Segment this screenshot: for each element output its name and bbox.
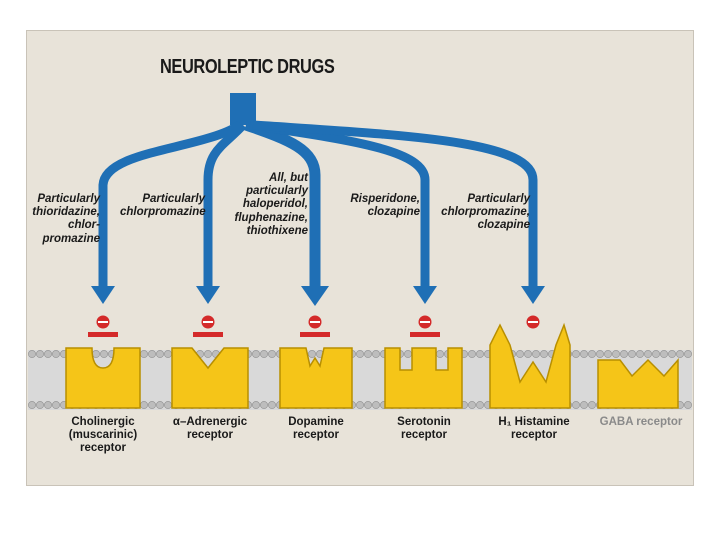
inhibit-dopamine (300, 315, 330, 337)
lipid-head (540, 350, 548, 358)
receptor-label-histamine: H₁ Histamine receptor (498, 416, 570, 442)
lipid-head (44, 401, 52, 409)
lipid-head (148, 350, 156, 358)
arrow-adrenergic (203, 121, 247, 288)
title: NEUROLEPTIC DRUGS (160, 56, 335, 78)
adrenergic-receptor-shape (171, 347, 249, 409)
lipid-head (36, 350, 44, 358)
lipid-head (612, 350, 620, 358)
lipid-head (436, 350, 444, 358)
lipid-head (140, 350, 148, 358)
lipid-head (92, 350, 100, 358)
lipid-head (476, 350, 484, 358)
lipid-head (156, 401, 164, 409)
dopamine-receptor-shape (279, 347, 353, 409)
lipid-head (524, 350, 532, 358)
lipid-head (148, 401, 156, 409)
lipid-head (604, 350, 612, 358)
inhibition-symbols (88, 315, 540, 337)
lipid-head (164, 350, 172, 358)
lipid-head (308, 350, 316, 358)
drug-label-adrenergic: Particularly chlorpromazine (120, 193, 206, 219)
lipid-head (28, 350, 36, 358)
lipid-head (596, 350, 604, 358)
lipid-head (628, 350, 636, 358)
lipid-head (204, 350, 212, 358)
arrow-histamine (252, 120, 538, 288)
lipid-head (372, 350, 380, 358)
cholinergic-receptor-shape (65, 347, 141, 409)
lipid-head (356, 401, 364, 409)
lipid-head (52, 350, 60, 358)
lipid-head (364, 401, 372, 409)
arrowheads (91, 286, 545, 306)
lipid-head (156, 350, 164, 358)
serotonin-receptor-shape (384, 347, 463, 409)
lipid-head (580, 401, 588, 409)
lipid-head (252, 350, 260, 358)
drug-label-histamine: Particularly chlorpromazine, clozapine (441, 193, 530, 232)
inhibit-histamine (526, 315, 540, 329)
histamine-receptor-shape (489, 322, 571, 409)
lipid-head (364, 350, 372, 358)
lipid-head (268, 401, 276, 409)
inhibit-cholinergic (88, 315, 118, 337)
lipid-head (164, 401, 172, 409)
lipid-head (260, 350, 268, 358)
receptors (65, 322, 679, 409)
receptor-label-dopamine: Dopamine receptor (288, 416, 344, 442)
lipid-head (644, 350, 652, 358)
lipid-head (356, 350, 364, 358)
lipid-head (588, 401, 596, 409)
lipid-head (140, 401, 148, 409)
lipid-head (36, 401, 44, 409)
lipid-head (100, 350, 108, 358)
arrow-cholinergic (98, 121, 243, 288)
lipid-head (676, 350, 684, 358)
drug-label-serotonin: Risperidone, clozapine (350, 193, 420, 219)
lipid-head (404, 350, 412, 358)
lipid-head (516, 350, 524, 358)
lipid-head (260, 401, 268, 409)
lipid-head (476, 401, 484, 409)
receptor-label-cholinergic: Cholinergic (muscarinic) receptor (68, 416, 138, 455)
lipid-head (268, 350, 276, 358)
lipid-head (588, 350, 596, 358)
lipid-head (468, 401, 476, 409)
inhibit-adrenergic (193, 315, 223, 337)
drug-label-dopamine: All, but particularly haloperidol, fluph… (234, 172, 308, 237)
receptor-label-serotonin: Serotonin receptor (397, 416, 451, 442)
lipid-head (636, 350, 644, 358)
lipid-head (652, 350, 660, 358)
lipid-head (684, 401, 692, 409)
lipid-head (580, 350, 588, 358)
drug-arrows (98, 93, 538, 288)
lipid-head (572, 350, 580, 358)
lipid-head (44, 350, 52, 358)
lipid-head (52, 401, 60, 409)
lipid-head (684, 350, 692, 358)
lipid-head (468, 350, 476, 358)
lipid-head (620, 350, 628, 358)
lipid-head (572, 401, 580, 409)
lipid-head (660, 350, 668, 358)
lipid-head (532, 350, 540, 358)
drug-label-cholinergic: Particularly thioridazine, chlor- promaz… (32, 193, 100, 245)
lipid-head (252, 401, 260, 409)
lipid-head (372, 401, 380, 409)
receptor-label-adrenergic: α–Adrenergic receptor (172, 416, 248, 442)
inhibit-serotonin (410, 315, 440, 337)
receptor-label-gaba: GABA receptor (599, 416, 683, 428)
lipid-head (668, 350, 676, 358)
gaba-receptor-shape (597, 358, 679, 409)
lipid-head (28, 401, 36, 409)
